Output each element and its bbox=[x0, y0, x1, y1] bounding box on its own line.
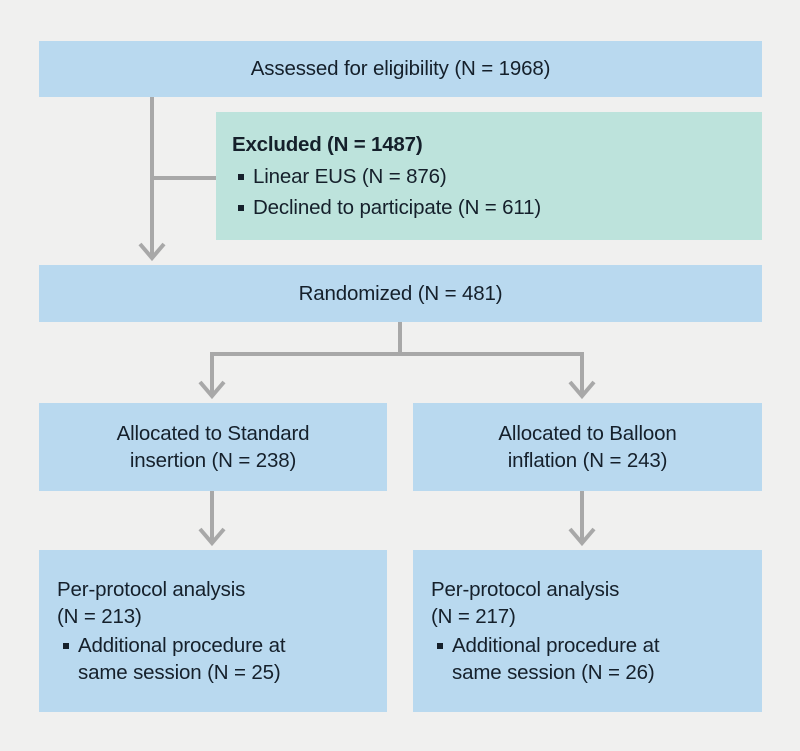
bullet-square-icon bbox=[63, 643, 69, 649]
assessed-label: Assessed for eligibility (N = 1968) bbox=[250, 57, 551, 81]
arrowhead-split-left bbox=[198, 380, 226, 400]
excluded-heading: Excluded (N = 1487) bbox=[232, 132, 423, 156]
excluded-reason-label: Linear EUS (N = 876) bbox=[253, 164, 447, 188]
node-allocated-balloon-inflation: Allocated to Balloon inflation (N = 243) bbox=[413, 403, 762, 491]
allocated-left-line2: insertion (N = 238) bbox=[129, 449, 297, 472]
pp-right-bullet-list: Additional procedure at same session (N … bbox=[431, 630, 748, 687]
list-item: Additional procedure at same session (N … bbox=[57, 632, 373, 687]
bullet-square-icon bbox=[238, 205, 244, 212]
pp-right-line1: Per-protocol analysis bbox=[431, 577, 620, 601]
pp-left-line2: (N = 213) bbox=[57, 604, 142, 628]
pp-right-line2: (N = 217) bbox=[431, 604, 516, 628]
node-randomized: Randomized (N = 481) bbox=[39, 265, 762, 322]
list-item: Declined to participate (N = 611) bbox=[232, 194, 744, 221]
pp-left-bullet-line2: same session (N = 25) bbox=[78, 661, 281, 685]
list-item: Linear EUS (N = 876) bbox=[232, 163, 744, 190]
arrowhead-alloc-left-to-pp bbox=[198, 527, 226, 547]
list-item: Additional procedure at same session (N … bbox=[431, 632, 748, 687]
excluded-reason-list: Linear EUS (N = 876) Declined to partici… bbox=[232, 161, 744, 222]
pp-left-line1: Per-protocol analysis bbox=[57, 577, 246, 601]
allocated-right-line2: inflation (N = 243) bbox=[507, 449, 668, 472]
allocated-left-text: Allocated to Standard insertion (N = 238… bbox=[117, 420, 310, 475]
bullet-square-icon bbox=[238, 173, 244, 180]
node-per-protocol-standard: Per-protocol analysis (N = 213) Addition… bbox=[39, 550, 387, 712]
allocated-right-text: Allocated to Balloon inflation (N = 243) bbox=[498, 420, 676, 475]
allocated-left-line1: Allocated to Standard bbox=[116, 421, 310, 445]
allocated-right-line1: Allocated to Balloon bbox=[498, 421, 677, 445]
pp-left-bullet-list: Additional procedure at same session (N … bbox=[57, 630, 373, 687]
arrowhead-split-right bbox=[568, 380, 596, 400]
pp-right-bullet-line2: same session (N = 26) bbox=[452, 661, 655, 685]
node-excluded: Excluded (N = 1487) Linear EUS (N = 876)… bbox=[216, 112, 762, 240]
arrowhead-to-randomized bbox=[138, 242, 166, 262]
node-assessed-for-eligibility: Assessed for eligibility (N = 1968) bbox=[39, 41, 762, 97]
excluded-reason-label: Declined to participate (N = 611) bbox=[253, 196, 542, 220]
node-allocated-standard-insertion: Allocated to Standard insertion (N = 238… bbox=[39, 403, 387, 491]
node-per-protocol-balloon: Per-protocol analysis (N = 217) Addition… bbox=[413, 550, 762, 712]
arrowhead-alloc-right-to-pp bbox=[568, 527, 596, 547]
randomized-label: Randomized (N = 481) bbox=[298, 281, 503, 305]
pp-left-bullet-line1: Additional procedure at bbox=[78, 634, 286, 657]
bullet-square-icon bbox=[437, 643, 443, 649]
pp-right-bullet-line1: Additional procedure at bbox=[452, 634, 660, 657]
